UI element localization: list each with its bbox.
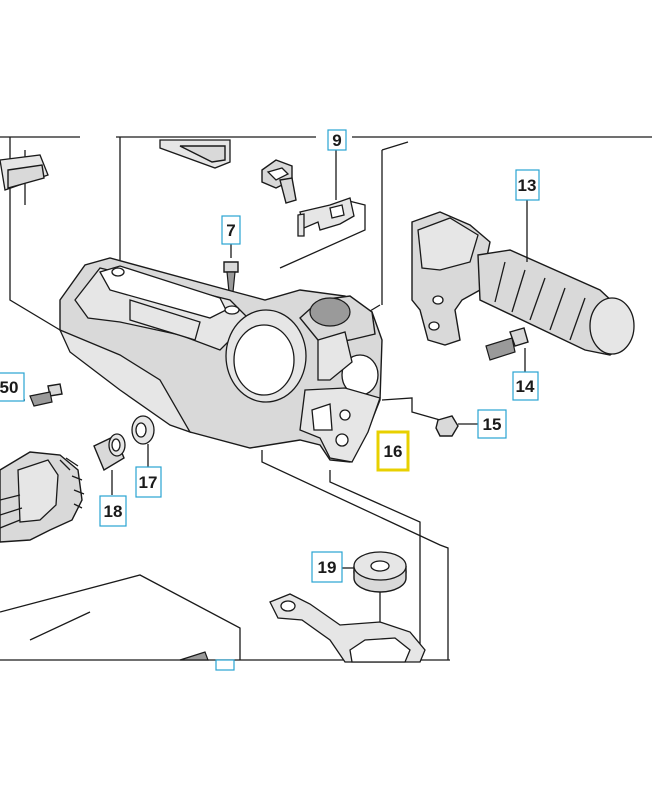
- part-17-washer: [131, 415, 155, 468]
- svg-text:50: 50: [0, 378, 18, 397]
- callout-17[interactable]: 17: [135, 466, 162, 498]
- svg-text:19: 19: [318, 558, 337, 577]
- top-plate-part: [0, 139, 231, 191]
- callout-13[interactable]: 13: [515, 169, 540, 201]
- svg-text:9: 9: [332, 131, 341, 150]
- svg-text:18: 18: [104, 502, 123, 521]
- callout-50[interactable]: 50: [0, 372, 25, 402]
- bevel-gear-part: [0, 451, 85, 543]
- part-13-handle: [411, 200, 635, 356]
- callout-7[interactable]: 7: [221, 215, 241, 245]
- svg-text:14: 14: [516, 377, 535, 396]
- svg-text:7: 7: [226, 221, 235, 240]
- callout-16-highlighted[interactable]: 16: [376, 430, 410, 472]
- callout-15[interactable]: 15: [477, 409, 507, 439]
- callout-19[interactable]: 19: [311, 551, 343, 583]
- part-9-bolt-clip: [261, 150, 355, 237]
- callout-14[interactable]: 14: [512, 371, 539, 401]
- part-15-nut: [435, 415, 478, 437]
- callout-18[interactable]: 18: [99, 495, 127, 527]
- bottom-bolt-part: [179, 651, 209, 661]
- svg-text:13: 13: [518, 176, 537, 195]
- svg-text:17: 17: [139, 473, 158, 492]
- part-19-bearing: [342, 551, 407, 593]
- part-16-main-housing: [58, 257, 383, 463]
- part-50-screw: [29, 383, 63, 407]
- svg-text:15: 15: [483, 415, 502, 434]
- callout-9[interactable]: 9: [327, 129, 347, 151]
- gasket-link-part: [269, 593, 426, 663]
- callout-partial-bottom: [215, 659, 235, 671]
- svg-text:16: 16: [384, 442, 403, 461]
- part-14-screw: [485, 327, 529, 374]
- part-18-bushing: [93, 433, 126, 495]
